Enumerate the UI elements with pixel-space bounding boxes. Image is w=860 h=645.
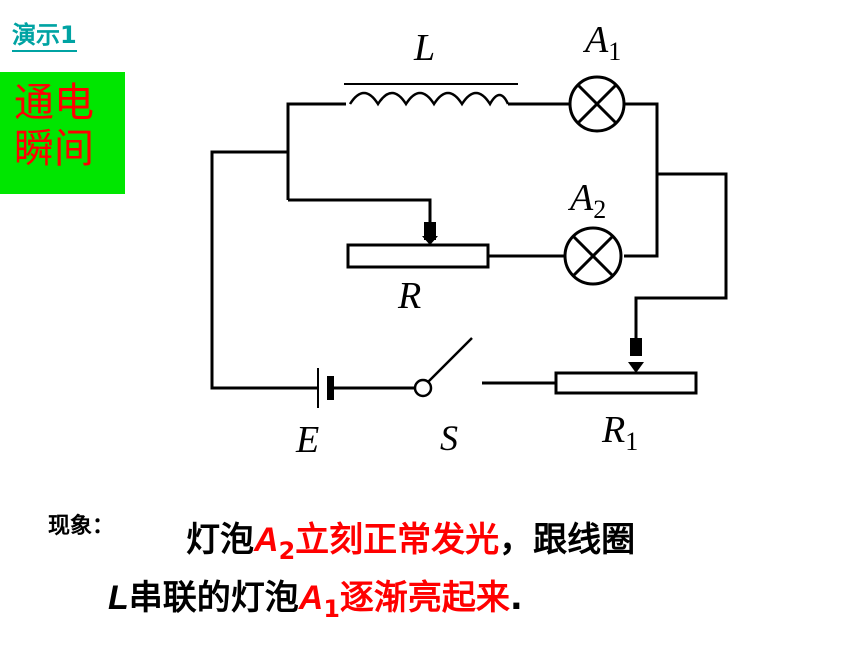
phase-box: 通电 瞬间: [0, 72, 125, 194]
label-E: E: [295, 419, 319, 461]
switch-S: [413, 337, 473, 398]
observation-line-2: L串联的灯泡A1逐渐亮起来.: [108, 578, 523, 623]
gradual-phrase: 逐渐亮起来: [339, 578, 510, 618]
battery-E: [317, 368, 334, 408]
inductor-L: [344, 83, 518, 107]
label-L: L: [413, 27, 435, 69]
lamp-A2-icon: [563, 226, 623, 286]
rheostat-R1: [554, 338, 698, 395]
demo-title: 演示1: [12, 20, 77, 52]
circuit-wires: [210, 102, 728, 390]
label-A1: A1: [582, 19, 621, 66]
observation-line-1-body: 灯泡A2立刻正常发光，跟线圈: [186, 520, 636, 565]
phase-line-2: 瞬间: [14, 126, 94, 172]
label-R1: R1: [601, 409, 638, 456]
rheostat-R: [346, 222, 490, 269]
immediate-phrase: 立刻正常发光: [295, 520, 500, 560]
observation-line-1: 现象：: [48, 508, 114, 540]
phase-line-1: 通电: [14, 80, 94, 126]
wire-outer-left: [210, 150, 318, 390]
lamp-A1-icon: [568, 75, 626, 133]
label-R: R: [397, 275, 421, 317]
wire-a1-right: [624, 102, 659, 258]
lamp-a2-ref: A2: [254, 521, 296, 565]
wire-tap-r: [288, 198, 432, 222]
lamp-a1-ref: A1: [298, 579, 340, 623]
wire-left-branch: [286, 102, 346, 200]
label-A2: A2: [567, 177, 606, 224]
observation-label: 现象：: [48, 514, 115, 539]
label-S: S: [440, 418, 458, 458]
wire-right-r1: [634, 172, 728, 338]
circuit-diagram: L A1 A2 R E S R1: [210, 19, 728, 461]
